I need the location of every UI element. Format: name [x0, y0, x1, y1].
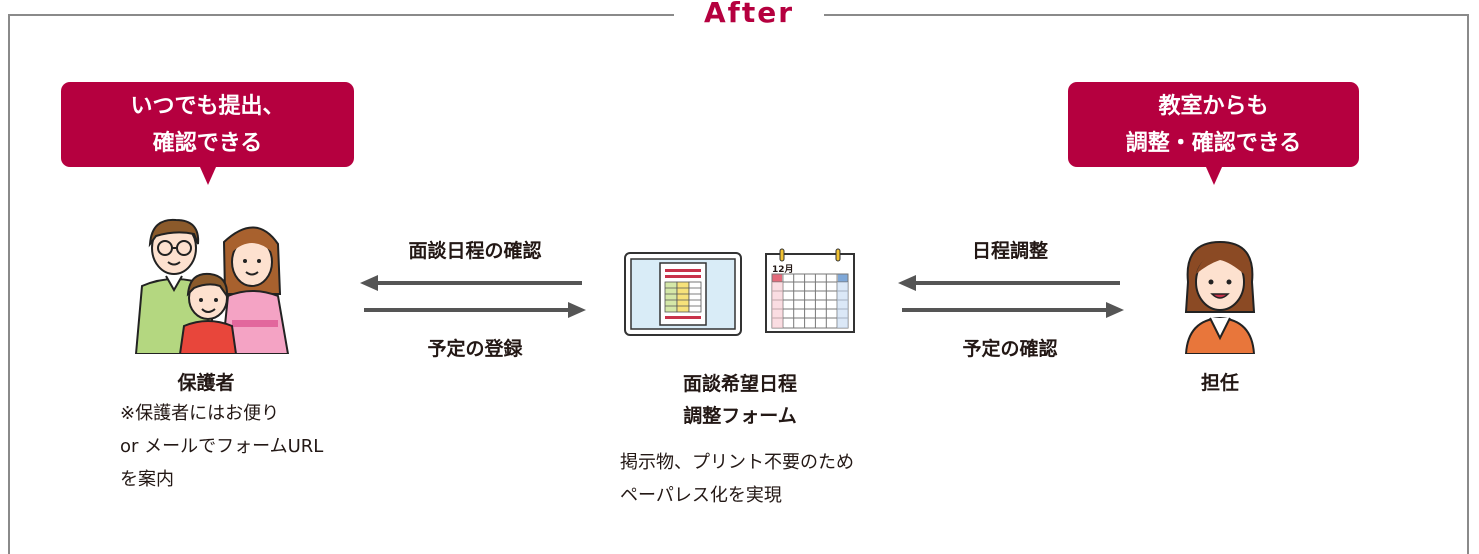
guardian-speech-bubble: いつでも提出、 確認できる — [61, 82, 354, 185]
guardian-note: ※保護者にはお便り or メールでフォームURL を案内 — [120, 397, 380, 496]
guardian-note-line: ※保護者にはお便り — [120, 403, 280, 424]
guardian-bubble-line2: 確認できる — [152, 130, 263, 156]
teacher-bubble-line1: 教室からも — [1158, 93, 1269, 119]
arrow-right-icon — [902, 301, 1127, 319]
guardian-note-line: or メールでフォームURL — [120, 436, 324, 457]
form-note-line: ペーパレス化を実現 — [620, 485, 782, 506]
guardian-bubble-line1: いつでも提出、 — [130, 93, 285, 119]
confirm-schedule-label: 面談日程の確認 — [408, 240, 542, 262]
tablet-form-icon — [624, 252, 742, 336]
check-plan-label: 予定の確認 — [962, 338, 1058, 360]
arrow-left-icon — [898, 274, 1123, 292]
arrow-right-icon — [364, 301, 589, 319]
arrow-left-icon — [360, 274, 585, 292]
form-label-line2: 調整フォーム — [683, 405, 797, 427]
form-note: 掲示物、プリント不要のため ペーパレス化を実現 — [620, 446, 920, 512]
guardian-label: 保護者 — [177, 372, 235, 394]
calendar-icon — [764, 248, 858, 334]
family-illustration — [128, 212, 293, 354]
teacher-speech-bubble: 教室からも 調整・確認できる — [1068, 82, 1359, 185]
calendar-month: 12月 — [772, 265, 794, 275]
teacher-label: 担任 — [1200, 372, 1239, 394]
form-label-line1: 面談希望日程 — [682, 373, 797, 395]
teacher-bubble-line2: 調整・確認できる — [1125, 130, 1302, 156]
adjust-schedule-label: 日程調整 — [971, 240, 1048, 262]
guardian-note-line: を案内 — [120, 469, 174, 490]
register-plan-label: 予定の登録 — [427, 338, 523, 360]
after-frame: After — [8, 0, 1469, 554]
form-note-line: 掲示物、プリント不要のため — [620, 452, 854, 473]
teacher-illustration — [1180, 238, 1260, 354]
frame-title: After — [674, 0, 824, 46]
form-label: 面談希望日程 調整フォーム — [640, 368, 840, 432]
